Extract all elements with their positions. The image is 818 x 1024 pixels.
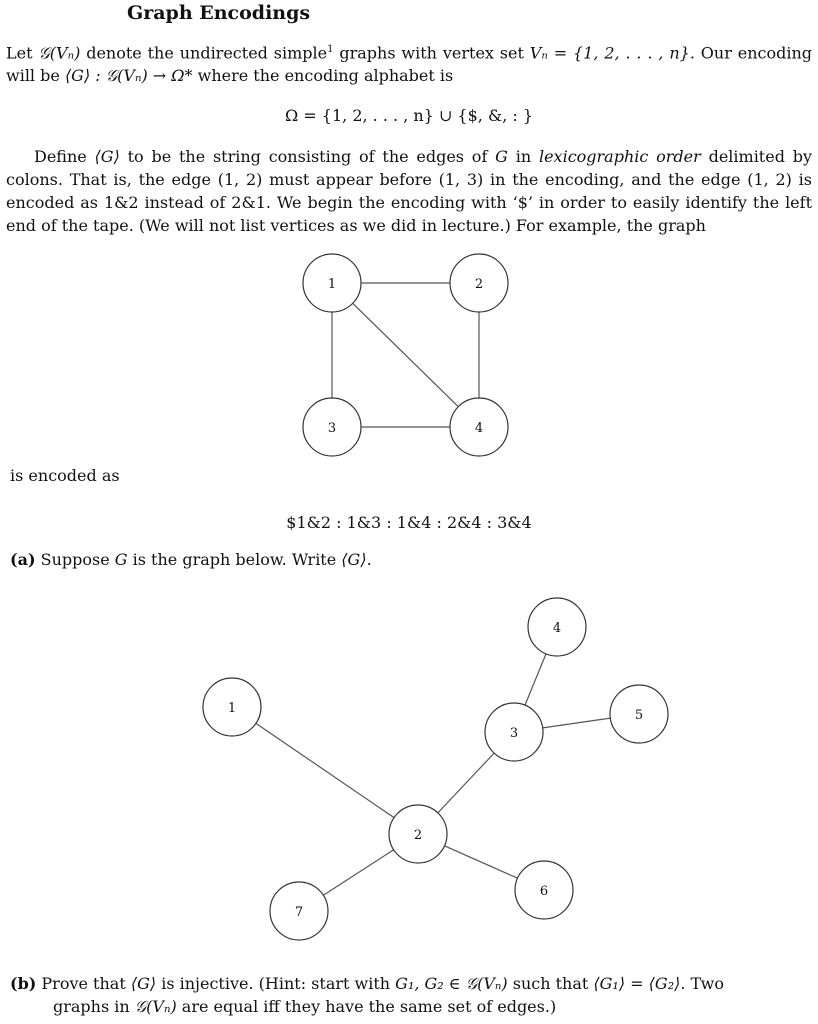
- g2-node-1: 1: [202, 677, 262, 737]
- g1-node-label: 3: [328, 421, 336, 436]
- g2-edge-1-2: [255, 722, 395, 819]
- define-paragraph: Define ⟨G⟩ to be the string consisting o…: [6, 147, 813, 235]
- g2-edge-2-7: [323, 849, 394, 896]
- intro-paragraph: Let 𝒢(Vₙ) denote the undirected simple1 …: [6, 43, 812, 86]
- part-a-question: (a) Suppose G is the graph below. Write …: [10, 550, 372, 569]
- math-encoding-map: ⟨G⟩ : 𝒢(Vₙ) → Ω*: [64, 66, 193, 86]
- encoded-as-label: is encoded as: [10, 466, 120, 485]
- emphasis-lexicographic: lexicographic order: [538, 147, 701, 166]
- g2-node-label: 2: [414, 828, 422, 843]
- g2-node-6: 6: [514, 860, 574, 920]
- example-encoding: $1&2 : 1&3 : 1&4 : 2&4 : 3&4: [286, 513, 532, 532]
- g1-edge-1-4: [352, 302, 459, 408]
- g2-node-label: 6: [540, 884, 548, 899]
- g2-edge-2-6: [444, 845, 518, 879]
- g2-node-label: 1: [228, 701, 236, 716]
- g2-node-2: 2: [388, 804, 448, 864]
- g1-node-label: 4: [475, 421, 483, 436]
- part-b-question: (b) Prove that ⟨G⟩ is injective. (Hint: …: [10, 974, 724, 1016]
- g2-edge-3-4: [524, 653, 547, 706]
- g2-node-3: 3: [484, 702, 544, 762]
- g2-node-label: 5: [635, 708, 643, 723]
- page-title: Graph Encodings: [127, 2, 311, 24]
- part-b-label: (b): [10, 974, 37, 993]
- math-vertex-set: Vₙ = {1, 2, . . . , n}: [529, 43, 690, 63]
- g1-node-3: 3: [302, 397, 362, 457]
- g2-node-label: 4: [553, 621, 561, 636]
- g2-node-label: 7: [295, 905, 303, 920]
- g1-node-label: 2: [475, 277, 483, 292]
- g1-node-2: 2: [449, 253, 509, 313]
- g1-node-1: 1: [302, 253, 362, 313]
- g2-edge-2-3: [437, 752, 495, 814]
- g1-node-label: 1: [328, 277, 336, 292]
- omega-formula: Ω = {1, 2, . . . , n} ∪ {$, &, : }: [284, 106, 534, 125]
- g2-node-7: 7: [269, 881, 329, 941]
- footnote-marker[interactable]: 1: [327, 44, 334, 55]
- g2-node-4: 4: [527, 597, 587, 657]
- part-a-label: (a): [10, 550, 36, 569]
- g2-edge-3-5: [542, 717, 611, 729]
- math-graph-set: 𝒢(Vₙ): [38, 43, 81, 63]
- g2-node-label: 3: [510, 726, 518, 741]
- g2-node-5: 5: [609, 684, 669, 744]
- g1-node-4: 4: [449, 397, 509, 457]
